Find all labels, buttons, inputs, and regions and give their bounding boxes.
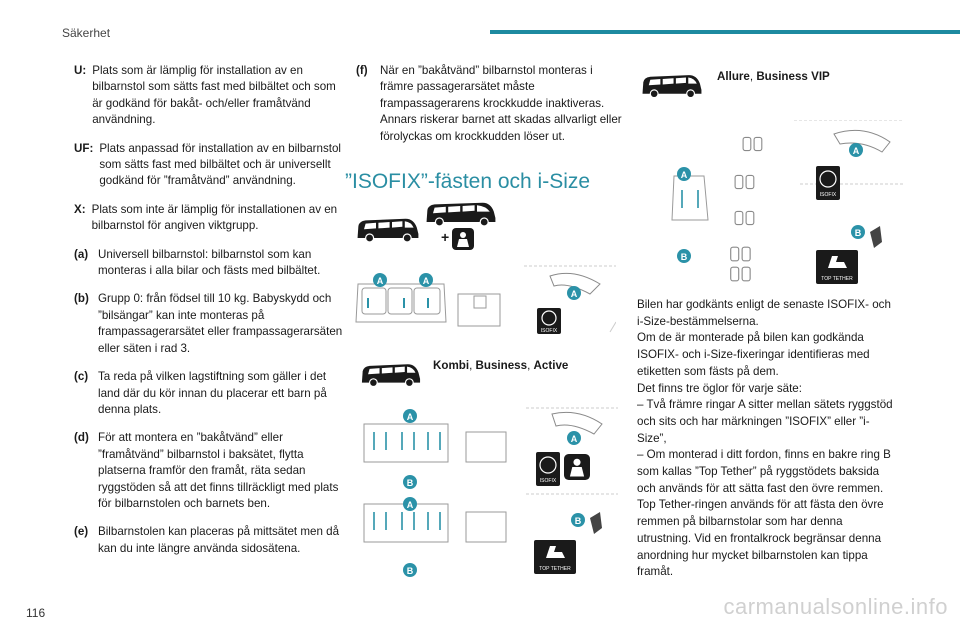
watermark: carmanualsonline.info <box>723 594 948 619</box>
legend-code: X: <box>74 202 86 216</box>
section-title: ”ISOFIX”-fästen och i-Size <box>345 170 591 193</box>
child-icon <box>452 228 474 250</box>
paragraph: – Två främre ringar A sitter mellan säte… <box>637 398 893 445</box>
version-name: Active <box>533 359 569 372</box>
anchor-label: A <box>681 170 688 180</box>
legend-code: (b) <box>74 292 89 306</box>
separator: , <box>469 359 476 372</box>
paragraph: Det finns tre öglor för varje säte: <box>637 381 802 395</box>
legend-text: När en ”bakåtvänd” bilbarnstol monteras … <box>380 64 622 143</box>
legend-text: Grupp 0: från födsel till 10 kg. Babysky… <box>98 292 343 355</box>
legend-text: Universell bilbarnstol: bilbarnstol som … <box>98 247 321 278</box>
paragraph: – Om monterad i ditt fordon, finns en ba… <box>637 448 891 495</box>
van-long-icon <box>425 200 497 228</box>
legend-text: Bilbarnstolen kan placeras på mittsätet … <box>98 525 340 555</box>
paragraph: Top Tether-ringen används för att fästa … <box>637 498 884 579</box>
isofix-figure-kombi: A B A B A B ISOFIX TOP TETHER <box>363 407 618 577</box>
isofix-body-text: Bilen har godkänts enligt de senaste ISO… <box>637 297 899 581</box>
version-label-kombi: Kombi, Business, Active <box>433 359 568 372</box>
legend-text: Plats som är lämplig för installation av… <box>92 64 336 127</box>
van-allure-icon <box>641 72 703 100</box>
anchor-label: A <box>571 434 578 444</box>
anchor-label: A <box>377 276 384 286</box>
anchor-label: B <box>855 228 862 238</box>
legend-code: (a) <box>74 247 89 261</box>
isofix-label: ISOFIX <box>820 192 837 198</box>
van-kombi-icon <box>360 362 422 388</box>
legend-code: UF: <box>74 141 94 155</box>
legend-item-x: X: Plats som inte är lämplig för install… <box>74 202 344 235</box>
legend-text: Ta reda på vilken lagstiftning som gälle… <box>98 370 327 416</box>
header-accent-bar <box>490 30 960 34</box>
anchor-label: B <box>407 478 414 488</box>
legend-text: Plats som inte är lämplig för installati… <box>91 202 338 233</box>
anchor-label: A <box>571 289 578 299</box>
legend-item-a: (a) Universell bilbarnstol: bilbarnstol … <box>74 247 344 280</box>
top-tether-label: TOP TETHER <box>539 566 571 572</box>
page-header-title: Säkerhet <box>62 26 111 40</box>
legend-item-u: U: Plats som är lämplig för installation… <box>74 63 344 129</box>
anchor-label: A <box>407 412 414 422</box>
paragraph: Bilen har godkänts enligt de senaste ISO… <box>637 298 891 328</box>
legend-item-uf: UF: Plats anpassad för installation av e… <box>74 141 344 190</box>
isofix-label: ISOFIX <box>540 478 557 484</box>
legend-item-d: (d) För att montera en ”bakåtvänd” eller… <box>74 430 344 512</box>
isofix-label: ISOFIX <box>541 328 558 334</box>
legend-code: (c) <box>74 370 89 384</box>
legend-item-b: (b) Grupp 0: från födsel till 10 kg. Bab… <box>74 291 344 357</box>
van-short-icon <box>356 216 420 244</box>
note-f: (f) När en ”bakåtvänd” bilbarnstol monte… <box>356 63 626 145</box>
legend-code: U: <box>74 64 87 77</box>
anchor-label: B <box>407 566 414 576</box>
version-name: Business VIP <box>756 70 830 83</box>
legend-list: U: Plats som är lämplig för installation… <box>74 63 344 569</box>
paragraph: Om de är monterade på bilen kan godkända… <box>637 331 870 378</box>
legend-text: Plats anpassad för installation av en bi… <box>99 141 342 188</box>
page-number: 116 <box>26 606 46 620</box>
legend-text: För att montera en ”bakåtvänd” eller ”fr… <box>98 431 339 510</box>
legend-item-c: (c) Ta reda på vilken lagstiftning som g… <box>74 369 344 418</box>
isofix-figure-bench: A A A ISOFIX <box>354 262 616 338</box>
legend-code: (e) <box>74 525 89 539</box>
anchor-label: A <box>407 500 414 510</box>
anchor-label: A <box>423 276 430 286</box>
version-name: Kombi <box>433 359 470 372</box>
anchor-label: A <box>853 146 860 156</box>
version-name: Business <box>475 359 528 372</box>
version-name: Allure <box>717 70 750 83</box>
top-tether-label: TOP TETHER <box>821 276 853 282</box>
separator: , <box>527 359 534 372</box>
version-label-allure: Allure, Business VIP <box>717 70 830 83</box>
legend-item-e: (e) Bilbarnstolen kan placeras på mittsä… <box>74 524 344 557</box>
isofix-figure-allure: A B A B ISOFIX TOP TETHER <box>671 120 904 284</box>
legend-code: (d) <box>74 431 89 445</box>
legend-code: (f) <box>356 64 368 77</box>
plus-sign: + <box>441 229 450 245</box>
anchor-label: B <box>681 252 688 262</box>
anchor-label: B <box>575 516 582 526</box>
separator: , <box>749 70 757 83</box>
